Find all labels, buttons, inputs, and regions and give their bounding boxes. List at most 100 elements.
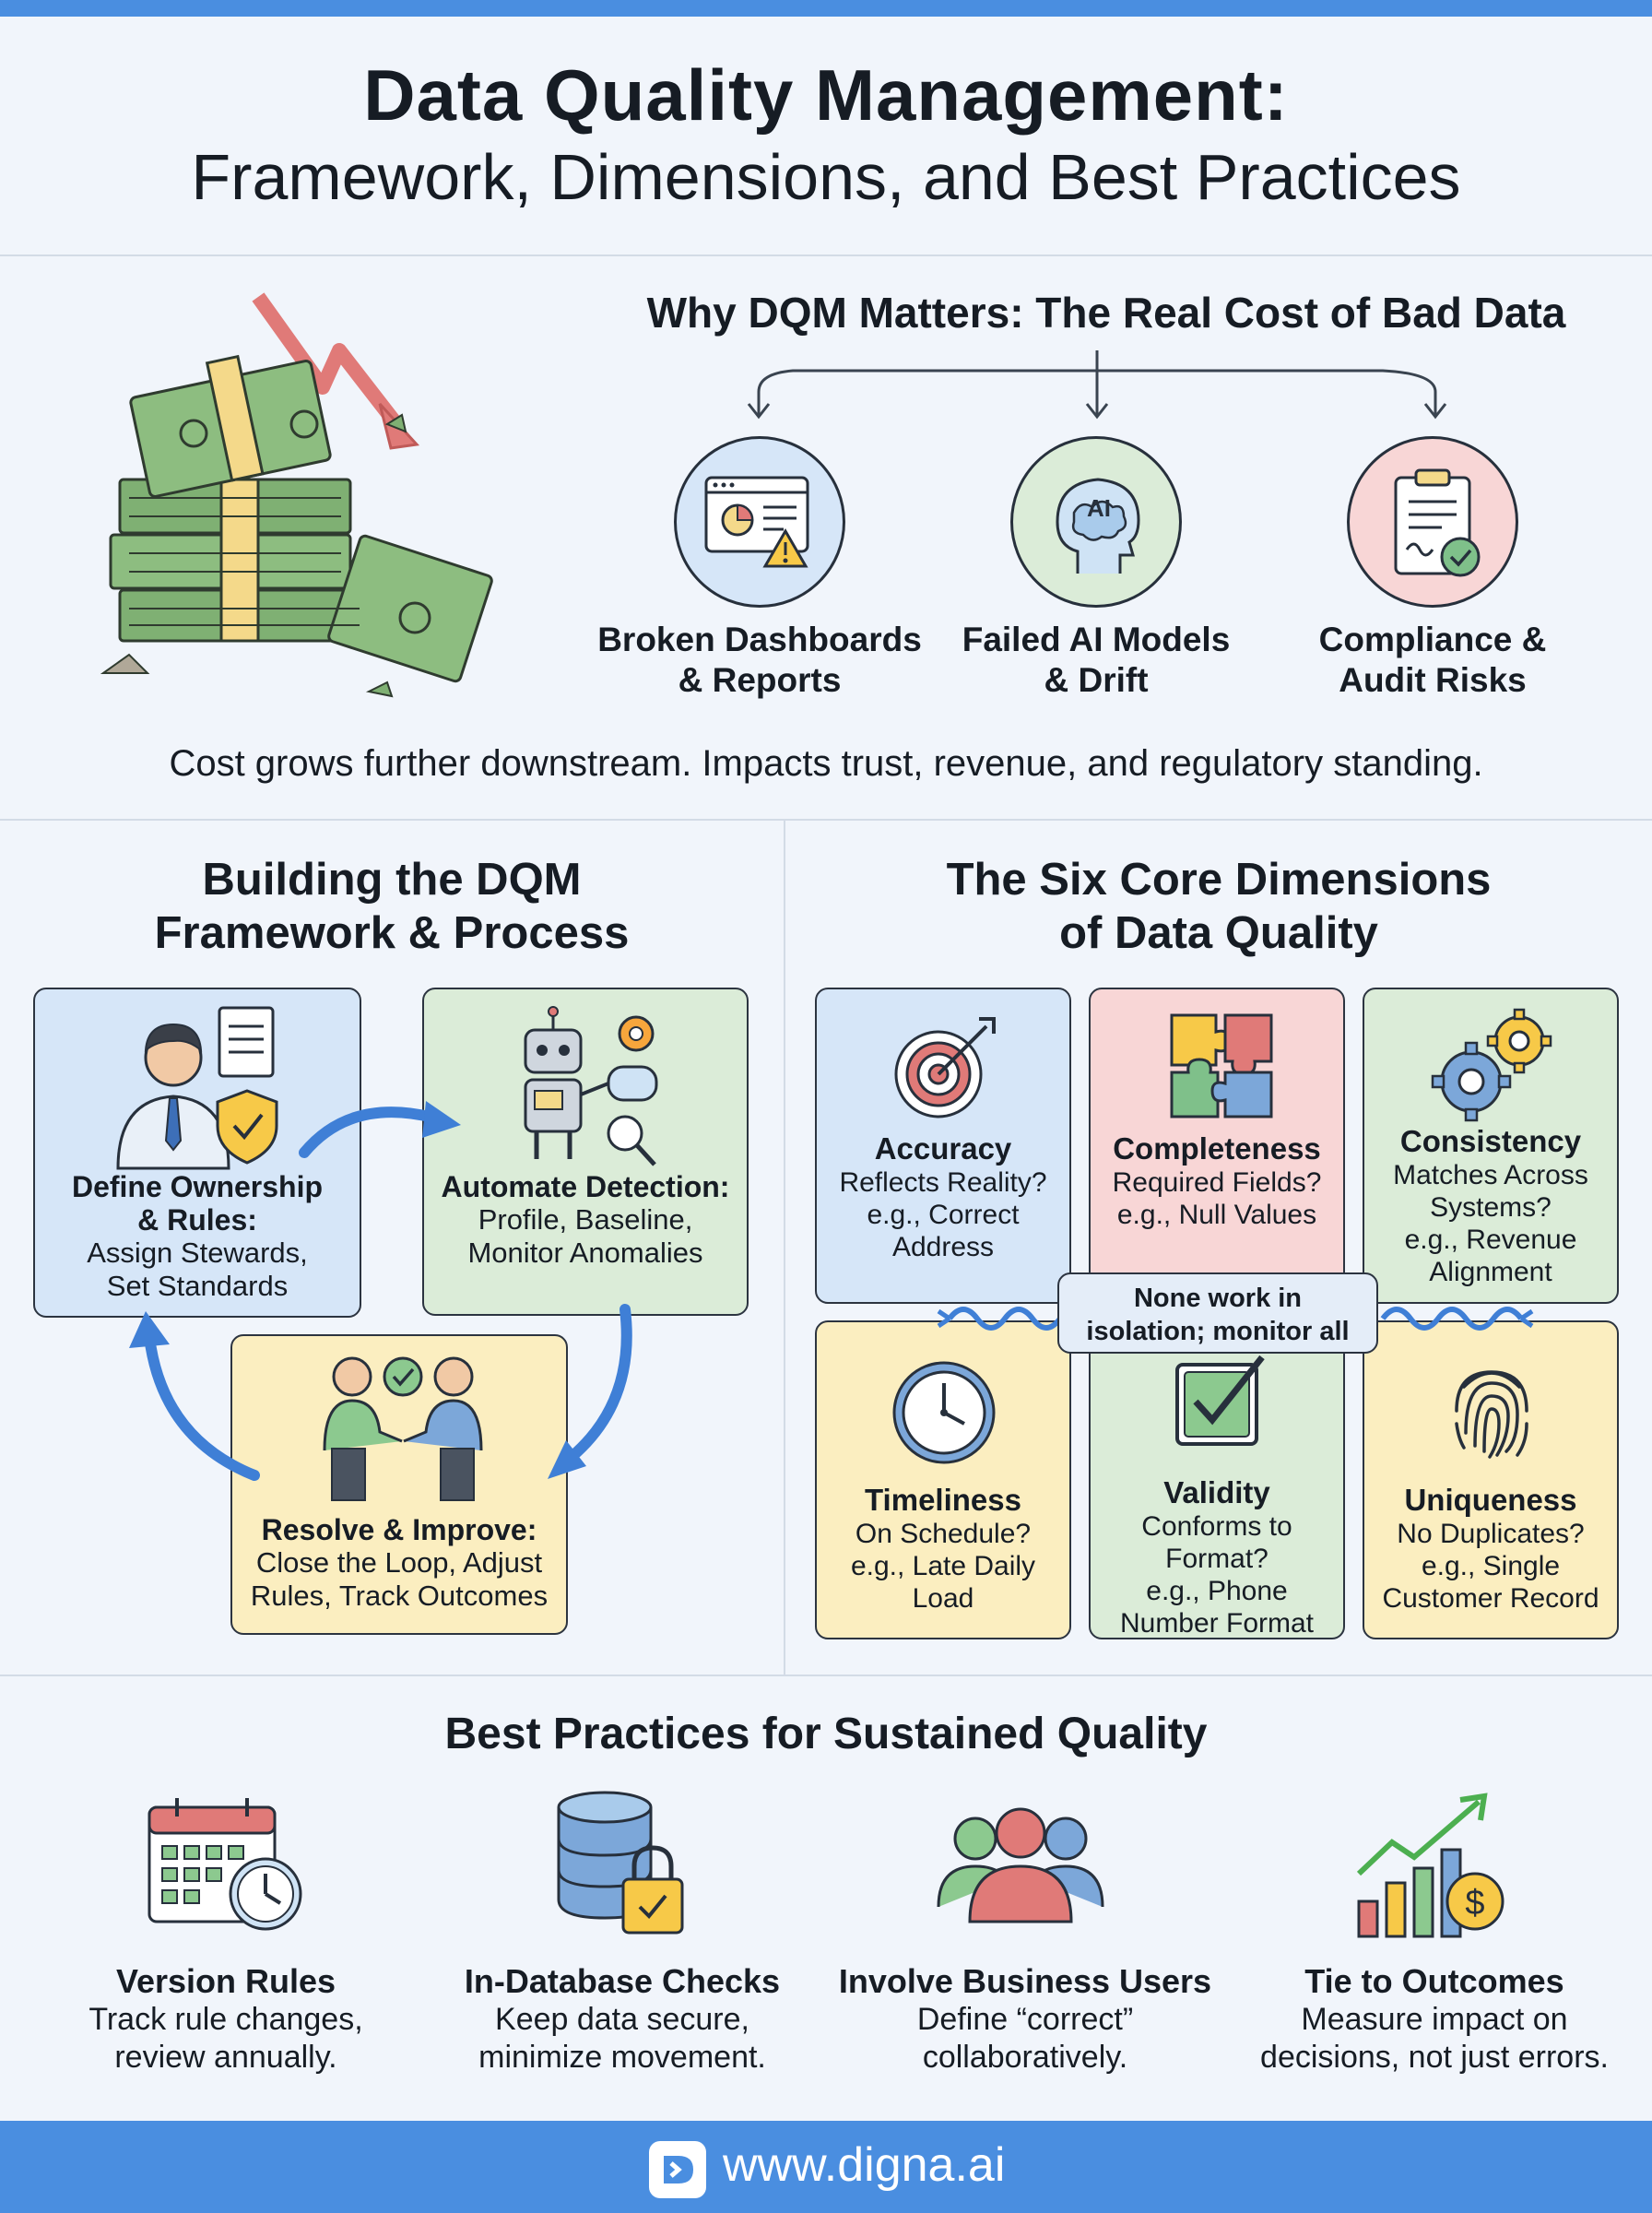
step-title: Resolve & Improve:: [261, 1513, 537, 1546]
wave-connector: [937, 1307, 1534, 1331]
impact-line: & Reports: [678, 661, 842, 699]
gears-icon: [1431, 1008, 1552, 1122]
branch-connector: [747, 350, 1447, 420]
target-icon: [894, 1017, 996, 1118]
dimension-card-validity: Validity Conforms to Format? e.g., Phone…: [1089, 1320, 1345, 1639]
ownership-text: Define Ownership & Rules: Assign Steward…: [35, 1170, 360, 1303]
dimension-desc: e.g., Null Values: [1116, 1200, 1317, 1230]
dimension-desc: e.g., Correct: [867, 1200, 1020, 1230]
impact-label-ai: Failed AI Models & Drift: [930, 620, 1262, 701]
dimension-desc: Conforms to: [1141, 1511, 1292, 1542]
impact-label-compliance: Compliance & Audit Risks: [1267, 620, 1599, 701]
dimension-desc: e.g., Late Daily: [850, 1551, 1036, 1581]
dimension-desc: Customer Record: [1382, 1583, 1599, 1614]
steward-shield-icon: [116, 1006, 278, 1170]
falling-money-icon: [100, 292, 493, 698]
bp-desc: Define “correct”: [916, 2002, 1134, 2037]
framework-title-line: Building the DQM: [202, 855, 582, 905]
resolve-text: Resolve & Improve: Close the Loop, Adjus…: [232, 1513, 566, 1613]
growth-chart-dollar-icon: $: [1356, 1793, 1504, 1938]
bp-desc: Measure impact on: [1301, 2002, 1568, 2037]
dimensions-note: None work in isolation; monitor all: [1057, 1272, 1378, 1354]
impact-line: Compliance &: [1318, 621, 1547, 658]
bp-title: Version Rules: [115, 1962, 336, 2000]
dimensions-title: The Six Core Dimensions of Data Quality: [785, 853, 1652, 960]
dashboard-warning-icon: [704, 476, 809, 568]
footer-url-link[interactable]: www.digna.ai: [723, 2138, 1006, 2192]
step-desc: Set Standards: [106, 1270, 289, 1302]
divider-vertical: [784, 819, 785, 1675]
step-desc: Profile, Baseline,: [478, 1203, 693, 1236]
framework-title: Building the DQM Framework & Process: [0, 853, 784, 960]
best-practices-title: Best Practices for Sustained Quality: [444, 1710, 1208, 1758]
validity-text: Validity Conforms to Format? e.g., Phone…: [1091, 1475, 1343, 1639]
step-desc: Rules, Track Outcomes: [250, 1580, 549, 1612]
note-line: None work in: [1133, 1284, 1303, 1313]
impact-line: Audit Risks: [1339, 661, 1527, 699]
dimension-desc: Matches Across: [1393, 1160, 1588, 1190]
users-group-icon: [937, 1807, 1104, 1923]
step-title: Automate Detection:: [441, 1170, 730, 1203]
dimension-desc: Systems?: [1430, 1192, 1552, 1223]
dimension-desc: On Schedule?: [855, 1519, 1032, 1549]
dimension-card-uniqueness: Uniqueness No Duplicates? e.g., Single C…: [1363, 1320, 1619, 1639]
step-title: Define Ownership: [71, 1170, 324, 1203]
step-desc: Close the Loop, Adjust: [255, 1546, 543, 1579]
impact-line: Broken Dashboards: [597, 621, 922, 658]
completeness-text: Completeness Required Fields? e.g., Null…: [1091, 1131, 1343, 1231]
best-practice-in-database: In-Database Checks Keep data secure, min…: [433, 1962, 811, 2077]
compliance-clipboard-icon: [1394, 468, 1481, 577]
dimension-desc: Alignment: [1429, 1257, 1552, 1287]
dimension-desc: Load: [912, 1583, 974, 1614]
svg-text:$: $: [1465, 1884, 1484, 1923]
footer-bar: [0, 2121, 1652, 2213]
framework-step-resolve: Resolve & Improve: Close the Loop, Adjus…: [230, 1334, 568, 1635]
dimension-card-completeness: Completeness Required Fields? e.g., Null…: [1089, 988, 1345, 1304]
dimension-desc: Required Fields?: [1112, 1167, 1322, 1198]
robot-gear-icon: [524, 1006, 658, 1166]
failed-ai-circle: AI: [1010, 436, 1182, 608]
dimension-desc: Address: [891, 1232, 995, 1262]
dimension-name: Uniqueness: [1404, 1483, 1577, 1517]
dimension-desc: Number Format: [1119, 1608, 1315, 1639]
dimension-name: Accuracy: [874, 1131, 1012, 1166]
best-practice-version-rules: Version Rules Track rule changes, review…: [37, 1962, 415, 2077]
impact-line: Failed AI Models: [962, 621, 1231, 658]
best-practice-outcomes: Tie to Outcomes Measure impact on decisi…: [1232, 1962, 1637, 2077]
ai-badge: AI: [1087, 494, 1111, 522]
uniqueness-text: Uniqueness No Duplicates? e.g., Single C…: [1364, 1483, 1617, 1615]
compliance-circle: [1347, 436, 1518, 608]
why-section-title: Why DQM Matters: The Real Cost of Bad Da…: [646, 289, 1566, 337]
bp-desc: minimize movement.: [478, 2040, 766, 2075]
timeliness-text: Timeliness On Schedule? e.g., Late Daily…: [817, 1483, 1069, 1615]
top-accent-bar: [0, 0, 1652, 17]
step-desc: Assign Stewards,: [87, 1237, 308, 1269]
bp-title: In-Database Checks: [464, 1962, 781, 2000]
bp-desc: Track rule changes,: [88, 2002, 363, 2037]
dimension-desc: e.g., Single: [1421, 1551, 1561, 1581]
cost-note: Cost grows further downstream. Impacts t…: [169, 743, 1483, 784]
bp-desc: Keep data secure,: [495, 2002, 749, 2037]
dimension-desc: No Duplicates?: [1397, 1519, 1585, 1549]
dimensions-title-line: The Six Core Dimensions: [946, 855, 1492, 905]
dimension-desc: e.g., Phone: [1146, 1576, 1288, 1606]
step-desc: Monitor Anomalies: [467, 1237, 703, 1269]
note-line: isolation; monitor all: [1086, 1317, 1350, 1346]
dimension-desc: Format?: [1165, 1544, 1268, 1574]
bp-desc: collaboratively.: [922, 2040, 1128, 2075]
framework-title-line: Framework & Process: [154, 908, 630, 958]
dimension-card-timeliness: Timeliness On Schedule? e.g., Late Daily…: [815, 1320, 1071, 1639]
bp-title: Tie to Outcomes: [1304, 1962, 1564, 2000]
step-title: & Rules:: [137, 1203, 257, 1237]
dimension-name: Validity: [1163, 1475, 1270, 1509]
fingerprint-icon: [1455, 1370, 1528, 1459]
dimension-name: Timeliness: [865, 1483, 1021, 1517]
page-subtitle: Framework, Dimensions, and Best Practice…: [191, 141, 1461, 213]
consistency-text: Consistency Matches Across Systems? e.g.…: [1364, 1124, 1617, 1288]
framework-step-ownership: Define Ownership & Rules: Assign Steward…: [33, 988, 361, 1318]
clock-icon: [892, 1361, 996, 1464]
impact-label-dashboards: Broken Dashboards & Reports: [594, 620, 926, 701]
dimension-desc: Reflects Reality?: [839, 1167, 1047, 1198]
database-lock-icon: [557, 1791, 684, 1935]
